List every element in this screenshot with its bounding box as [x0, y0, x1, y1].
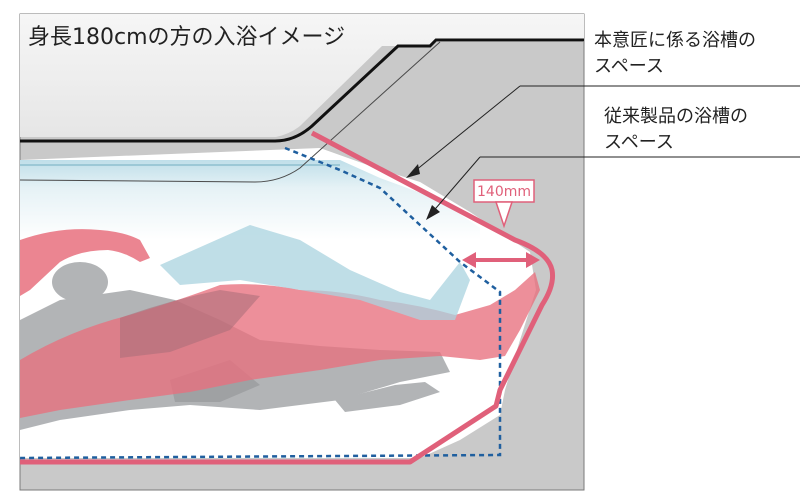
old-tub-label-line2: スペース — [604, 132, 674, 153]
new-tub-leader-arrowhead — [406, 164, 420, 178]
new-tub-label-line2: スペース — [594, 56, 664, 77]
water-surface — [20, 160, 480, 240]
wall-panel — [20, 14, 584, 137]
previous-tub-outline — [19, 146, 502, 460]
new-tub-leader — [409, 85, 800, 176]
scene-title: 身長180cmの方の入浴イメージ — [28, 25, 345, 50]
measurement-arrow — [462, 252, 540, 268]
measurement-label: 140mm — [477, 184, 531, 200]
old-tub-leader-arrowhead — [426, 205, 440, 220]
new-tub-label-line1: 本意匠に係る浴槽の — [594, 30, 756, 51]
measurement-callout: 140mm — [473, 179, 535, 229]
person-previous-legs — [160, 225, 470, 320]
new-tub-outline — [20, 130, 555, 465]
old-tub-leader — [429, 156, 800, 216]
tub-rim-edge — [20, 38, 584, 143]
old-tub-label-line1: 従来製品の浴槽の — [604, 106, 748, 127]
tub-rim-inner-line — [19, 41, 441, 183]
